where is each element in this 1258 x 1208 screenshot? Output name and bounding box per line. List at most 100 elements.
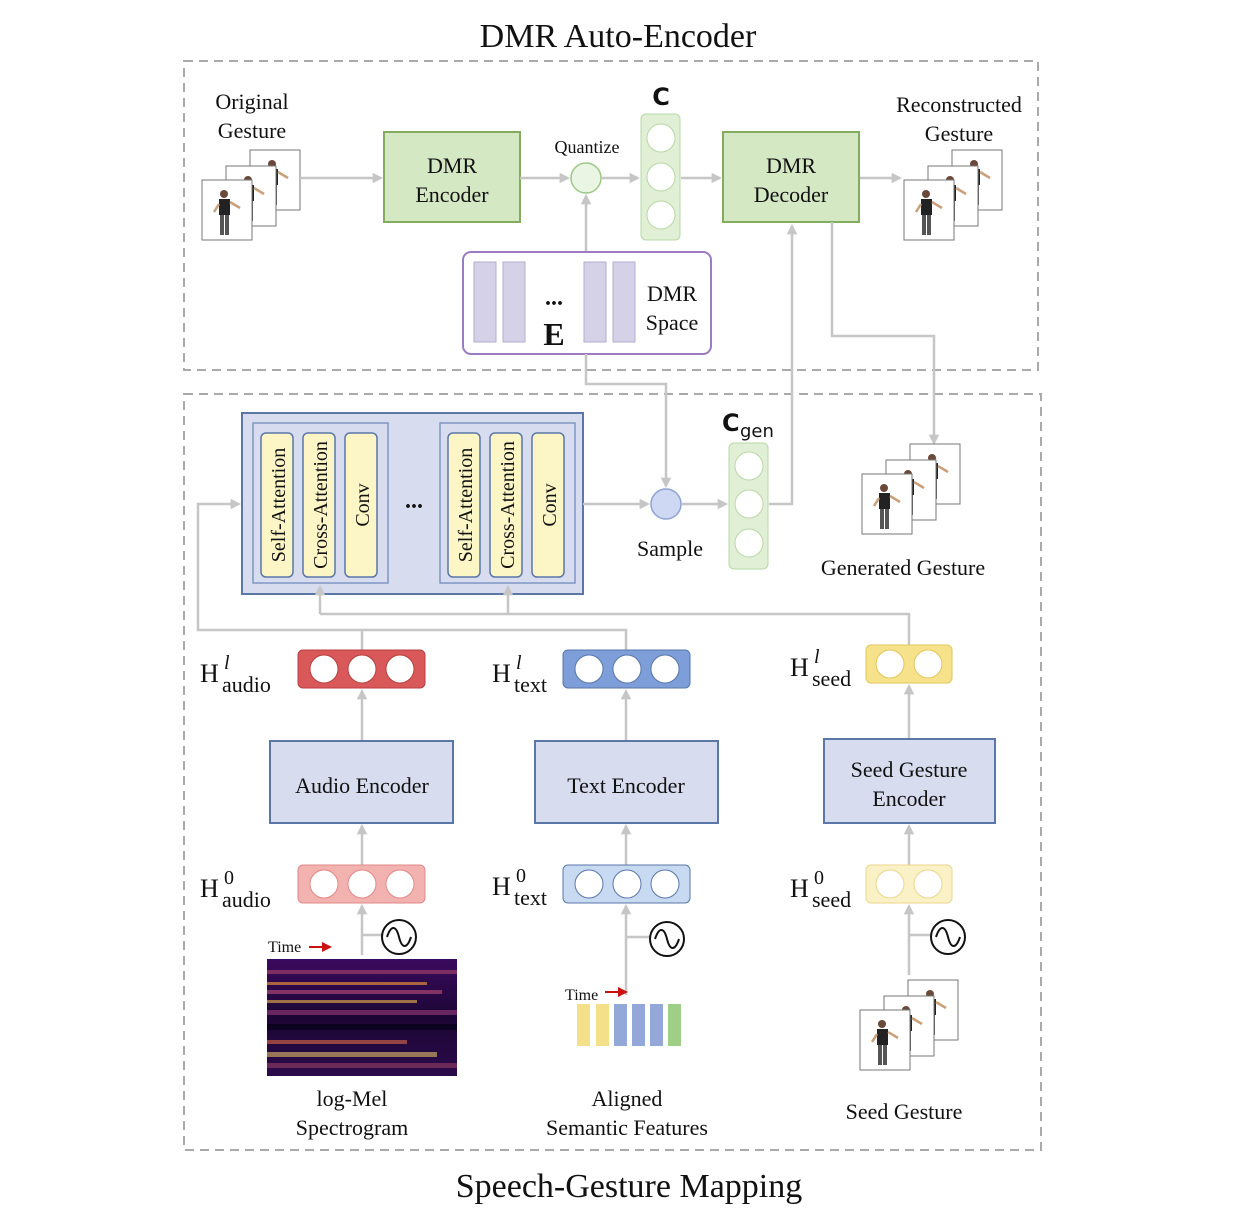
self-attention-block: [447, 432, 481, 578]
seed-gesture-frames: [860, 980, 958, 1070]
generated-gesture-label: Generated Gesture: [821, 555, 985, 580]
h-audio-l-sub: audio: [222, 672, 271, 697]
mapping-panel: [183, 393, 1042, 1151]
h-seed-0-main: H: [790, 874, 809, 903]
reconstructed-gesture-label: Gesture: [925, 121, 993, 146]
h-text-l-sup: l: [516, 652, 522, 674]
h-audio-0-sup: 0: [224, 867, 234, 889]
arrow: [584, 354, 672, 489]
sine-wave: [386, 927, 412, 947]
autoencoder-panel: [183, 60, 1039, 371]
h-seed-l-sub: seed: [812, 666, 851, 691]
h-seed-0-cell: [913, 869, 943, 899]
c-vector-cell: [646, 200, 676, 230]
transformer-box: [241, 412, 584, 595]
h-text-l-main: H: [492, 659, 511, 688]
sample-node: [650, 488, 682, 520]
text-encoder-box: [534, 740, 719, 824]
h-audio-0-sub: audio: [222, 887, 271, 912]
cross-attention-label: Cross-Attention: [497, 441, 519, 569]
h-audio-l-cell: [385, 654, 415, 684]
seed-gesture-label: Seed Gesture: [846, 1099, 963, 1124]
semantic-features-label: Semantic Features: [546, 1115, 708, 1140]
h-audio-0-cell: [309, 869, 339, 899]
semantic-feature-bar: [668, 1004, 681, 1046]
conv-block: [344, 432, 378, 578]
h-audio-0-cell: [347, 869, 377, 899]
cgen-label: C: [722, 409, 740, 437]
h-text-0-cell: [612, 869, 642, 899]
quantize-label: Quantize: [555, 137, 620, 157]
cgen-vector-cell: [734, 489, 764, 519]
cross-attention-label: Cross-Attention: [310, 441, 332, 569]
conv-label: Conv: [539, 483, 561, 526]
space-dots: ...: [545, 285, 563, 311]
h-audio-l-main: H: [200, 659, 219, 688]
original-gesture-frames: [202, 150, 300, 240]
codebook-vector: [502, 261, 526, 343]
arrow: [362, 628, 628, 650]
original-gesture-label: Original: [215, 89, 288, 114]
quantize-node: [570, 162, 602, 194]
h-audio-0-cell: [385, 869, 415, 899]
h-seed-0-sup: 0: [814, 867, 824, 889]
h-seed-l-cell: [875, 649, 905, 679]
semantic-feature-bar: [596, 1004, 609, 1046]
h-text-0-cell: [650, 869, 680, 899]
dmr-encoder-box: [383, 131, 521, 223]
self-attention-block: [260, 432, 294, 578]
semantic-features-label: Aligned: [592, 1086, 663, 1111]
h-audio-l-cell: [309, 654, 339, 684]
dmr-decoder-label: DMR: [766, 153, 816, 178]
sample-label: Sample: [637, 536, 703, 561]
time-label: Time: [565, 987, 598, 1004]
sine-wave: [935, 927, 961, 947]
spectrogram-label: log-Mel: [317, 1086, 388, 1111]
cgen-vector-cell: [734, 451, 764, 481]
spectrogram-label: Spectrogram: [296, 1115, 408, 1140]
arrow: [196, 498, 364, 650]
h-seed-0-sub: seed: [812, 887, 851, 912]
h-audio-0-main: H: [200, 874, 219, 903]
codebook-vector: [473, 261, 497, 343]
dmr-encoder-label: Encoder: [415, 182, 489, 207]
self-attention-label: Self-Attention: [455, 448, 477, 562]
h-audio-l-cell: [347, 654, 377, 684]
h-seed-l-main: H: [790, 653, 809, 682]
layer-group: [439, 422, 576, 584]
autoencoder-title: DMR Auto-Encoder: [480, 18, 757, 55]
dmr-space-label: Space: [646, 310, 699, 335]
c-label: C: [652, 83, 670, 111]
conv-label: Conv: [352, 483, 374, 526]
dmr-decoder-box: [722, 131, 860, 223]
mapping-title: Speech-Gesture Mapping: [456, 1168, 803, 1205]
original-gesture-label: Gesture: [218, 118, 286, 143]
seed-encoder-box: [823, 738, 996, 824]
h-text-0-cell: [574, 869, 604, 899]
arrow: [830, 222, 940, 446]
dmr-space-label: DMR: [647, 281, 697, 306]
arrow: [769, 223, 798, 506]
dmr-encoder-label: DMR: [427, 153, 477, 178]
seed-encoder-label: Encoder: [872, 786, 946, 811]
h-seed-0-cell: [875, 869, 905, 899]
audio-encoder-label: Audio Encoder: [295, 773, 429, 798]
semantic-feature-bar: [614, 1004, 627, 1046]
h-audio-l-sup: l: [224, 652, 230, 674]
semantic-feature-bar: [632, 1004, 645, 1046]
h-text-0-sub: text: [514, 885, 547, 910]
semantic-feature-bar: [577, 1004, 590, 1046]
audio-encoder-box: [269, 740, 454, 824]
reconstructed-gesture-label: Reconstructed: [896, 92, 1022, 117]
arrow: [320, 612, 911, 645]
cgen-subscript: gen: [740, 421, 774, 442]
codebook-vector: [612, 261, 636, 343]
h-text-0-sup: 0: [516, 865, 526, 887]
seed-encoder-label: Seed Gesture: [851, 757, 968, 782]
semantic-feature-bar: [650, 1004, 663, 1046]
text-encoder-label: Text Encoder: [567, 773, 685, 798]
sine-wave: [654, 929, 680, 949]
h-seed-l-cell: [913, 649, 943, 679]
self-attention-label: Self-Attention: [268, 448, 290, 562]
